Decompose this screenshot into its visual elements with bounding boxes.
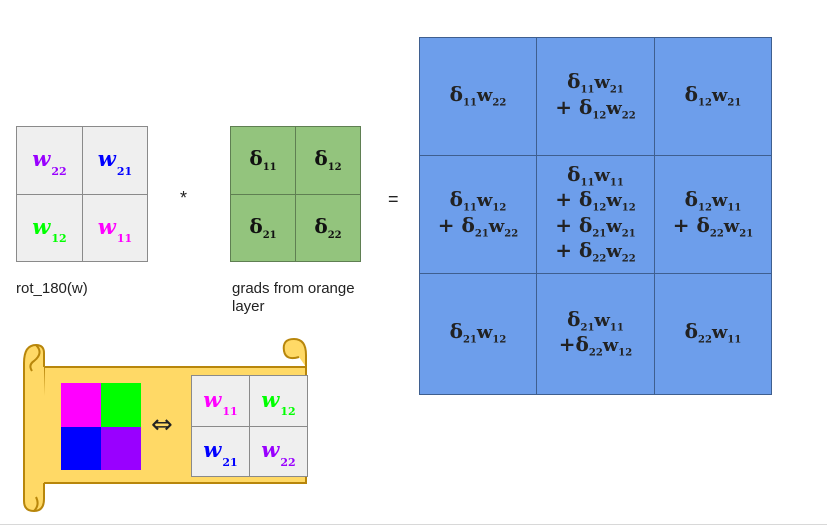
weight-cell: w21 [191, 426, 250, 477]
result-expression: δ11w22 [449, 81, 507, 109]
color-swatch [101, 383, 141, 427]
result-cell: δ11w12+ δ21w22 [419, 155, 537, 274]
weight-cell: w11 [191, 375, 250, 427]
weight-term: w21 [203, 437, 238, 469]
result-expression: δ22w11 [685, 321, 742, 346]
result-term: + δ21w22 [437, 212, 519, 240]
result-matrix: δ11w22 δ11w21+ δ12w22 δ12w21 δ11w12+ δ21w22… [419, 37, 772, 395]
result-term: δ11w21 [567, 69, 624, 96]
result-term: δ12w11 [684, 187, 742, 214]
result-cell: δ11w22 [419, 37, 537, 156]
result-expression: δ11w21+ δ12w22 [555, 71, 635, 121]
color-swatch-grid [61, 383, 141, 470]
equivalence-icon: ⇔ [151, 410, 173, 440]
result-expression: δ21w11+δ22w12 [558, 306, 633, 359]
result-expression: δ11w11+ δ12w12+ δ21w21+ δ22w22 [555, 164, 635, 264]
color-swatch [61, 383, 101, 427]
result-cell: δ11w11+ δ12w12+ δ21w21+ δ22w22 [536, 155, 655, 274]
gradient-cell: δ12 [295, 126, 361, 195]
result-expression: δ11w12+ δ21w22 [438, 189, 518, 239]
convolution-operator: * [180, 188, 188, 208]
weight-cell: w21 [82, 126, 148, 195]
result-term: + δ12w12 [555, 187, 636, 214]
weight-cell: w22 [16, 126, 83, 195]
result-expression: δ21w12 [450, 321, 507, 346]
weight-term: w11 [97, 213, 133, 246]
gradient-cell: δ22 [295, 194, 361, 262]
weight-term: w12 [32, 213, 67, 246]
weight-cell: w22 [249, 426, 308, 477]
result-expression: δ12w11+ δ22w21 [673, 189, 753, 239]
result-term: δ12w21 [684, 81, 742, 109]
result-term: δ11w12 [449, 187, 507, 214]
result-term: δ11w22 [449, 81, 507, 109]
gradient-matrix: δ11 δ12 δ21 δ22 [230, 126, 361, 262]
result-cell: δ12w11+ δ22w21 [654, 155, 772, 274]
result-term: δ21w12 [449, 319, 507, 347]
result-term: + δ12w22 [555, 94, 636, 122]
equals-operator: = [388, 189, 399, 209]
footer-divider [0, 524, 827, 525]
weight-cell: w12 [249, 375, 308, 427]
result-term: + δ22w22 [555, 237, 636, 265]
gradient-label: grads from orange layer [232, 280, 355, 315]
original-weight-matrix: w11 w12 w21 w22 [191, 375, 308, 477]
result-cell: δ12w21 [654, 37, 772, 156]
weight-term: w22 [32, 146, 67, 178]
gradient-cell: δ11 [230, 126, 296, 195]
result-cell: δ22w11 [654, 273, 772, 395]
result-term: δ11w11 [567, 162, 624, 189]
result-term: + δ21w21 [555, 212, 636, 240]
result-expression: δ12w21 [684, 81, 742, 109]
rotated-weight-matrix: w22 w21 w12 w11 [16, 126, 148, 262]
result-term: δ21w11 [567, 306, 624, 334]
color-swatch [101, 427, 141, 470]
gradient-cell: δ21 [230, 194, 296, 262]
weight-term: w22 [261, 437, 296, 469]
result-term: δ22w11 [684, 319, 742, 347]
result-term: + δ22w21 [672, 212, 754, 240]
rotated-weight-label: rot_180(w) [16, 280, 88, 297]
weight-cell: w11 [82, 194, 148, 262]
result-cell: δ21w12 [419, 273, 537, 395]
result-cell: δ11w21+ δ12w22 [536, 37, 655, 156]
weight-cell: w12 [16, 194, 83, 262]
weight-term: w21 [97, 146, 133, 178]
result-term: +δ22w12 [558, 332, 633, 359]
weight-term: w11 [203, 386, 238, 419]
color-swatch [61, 427, 101, 470]
weight-term: w12 [261, 386, 296, 419]
result-cell: δ21w11+δ22w12 [536, 273, 655, 395]
